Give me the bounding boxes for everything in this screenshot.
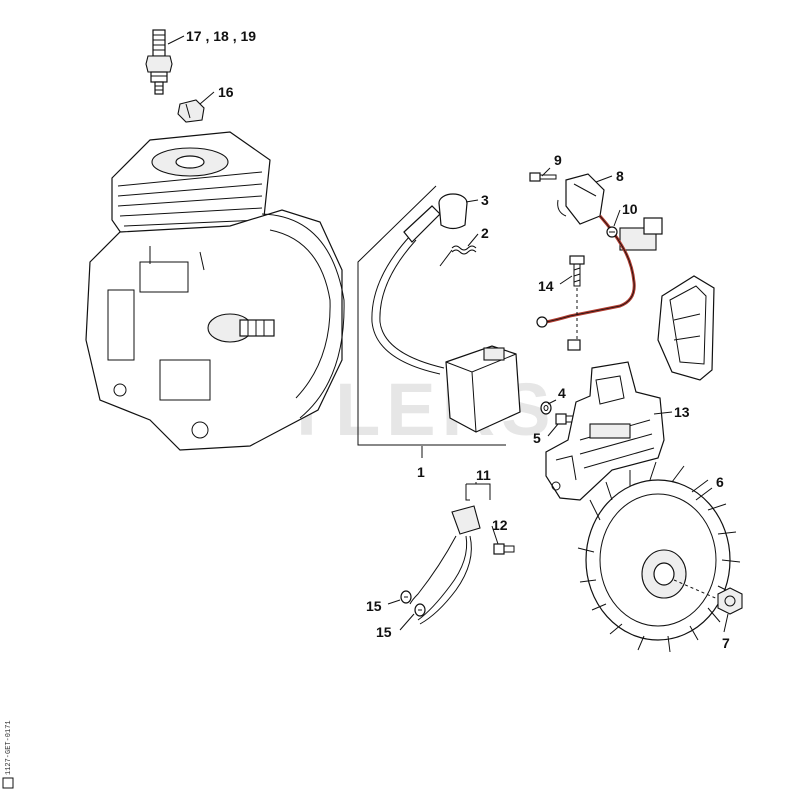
drawing-code: 1127-GET-0171 <box>5 720 13 775</box>
callout-8: 8 <box>616 168 624 184</box>
callout-12: 12 <box>492 517 508 533</box>
screw-15-upper[interactable] <box>400 590 412 604</box>
callout-2: 2 <box>481 225 489 241</box>
callout-4: 4 <box>558 385 566 401</box>
callout-10: 10 <box>622 201 638 217</box>
screw-10[interactable] <box>606 226 618 238</box>
callout-15-lower: 15 <box>376 624 392 640</box>
leader-lines <box>167 35 729 633</box>
engine-crankcase <box>85 131 345 451</box>
washer-4[interactable] <box>540 401 552 415</box>
callout-16: 16 <box>218 84 234 100</box>
callout-5: 5 <box>533 430 541 446</box>
drawing-code-box <box>2 777 14 789</box>
screw-12[interactable] <box>493 543 515 555</box>
spark-plug-terminal[interactable] <box>438 193 468 230</box>
callout-15-upper: 15 <box>366 598 382 614</box>
callout-9: 9 <box>554 152 562 168</box>
callout-3: 3 <box>481 192 489 208</box>
flywheel-nut[interactable] <box>717 587 743 615</box>
plug-cap-clip[interactable] <box>177 99 205 123</box>
screw-14[interactable] <box>567 255 585 351</box>
leg-spring[interactable] <box>439 245 477 267</box>
callout-1: 1 <box>417 464 425 480</box>
screw-9[interactable] <box>529 172 557 182</box>
flywheel[interactable] <box>577 461 741 653</box>
callout-7: 7 <box>722 635 730 651</box>
callout-11: 11 <box>476 467 491 483</box>
screw-15-lower[interactable] <box>414 603 426 617</box>
callout-labels: 17 , 18 , 19 16 9 8 3 10 2 14 4 13 5 1 1… <box>186 28 730 651</box>
callout-17-18-19: 17 , 18 , 19 <box>186 28 256 44</box>
callout-14: 14 <box>538 278 554 294</box>
ignition-carrier[interactable] <box>545 361 665 501</box>
ignition-cover <box>657 275 715 381</box>
short-circuit-wire[interactable] <box>536 173 663 328</box>
callout-6: 6 <box>716 474 724 490</box>
callout-13: 13 <box>674 404 690 420</box>
ground-wire[interactable] <box>409 483 491 625</box>
spark-plug[interactable] <box>145 29 173 95</box>
